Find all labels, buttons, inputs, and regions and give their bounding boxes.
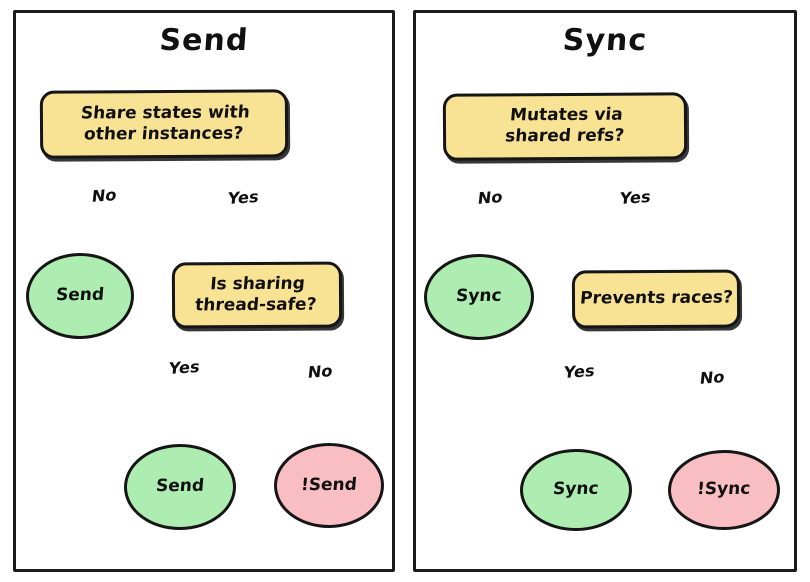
sync-leaf-no-branch-label: Sync [455, 286, 503, 307]
send-root-no-label: No [90, 185, 118, 206]
sync-leaf-yes-label: Sync [552, 479, 600, 500]
sync-leaf-no[interactable]: !Sync [667, 449, 781, 531]
sync-second-no-label: No [698, 367, 726, 388]
send-leaf-yes[interactable]: Send [123, 443, 237, 531]
sync-root-yes-label: Yes [618, 186, 652, 209]
sync-second-question-label: Prevents races? [578, 287, 734, 309]
panel-send-title: Send [158, 23, 250, 58]
send-second-yes-label: Yes [167, 356, 201, 379]
send-leaf-yes-label: Send [155, 476, 205, 497]
send-leaf-no[interactable]: !Send [273, 442, 385, 529]
panel-sync-title: Sync [561, 23, 649, 58]
sync-second-yes-label: Yes [562, 360, 596, 383]
sync-leaf-no-label: !Sync [696, 479, 752, 500]
sync-leaf-no-branch[interactable]: Sync [423, 253, 535, 341]
send-second-no-label: No [306, 361, 334, 382]
sync-second-question[interactable]: Prevents races? [571, 269, 741, 329]
send-root-yes-label: Yes [226, 186, 260, 209]
send-leaf-no-branch-label: Send [55, 285, 105, 306]
sync-root-no-label: No [476, 187, 504, 208]
sync-leaf-yes[interactable]: Sync [519, 448, 633, 532]
send-leaf-no-branch[interactable]: Send [25, 252, 135, 340]
send-leaf-no-label: !Send [300, 474, 358, 496]
